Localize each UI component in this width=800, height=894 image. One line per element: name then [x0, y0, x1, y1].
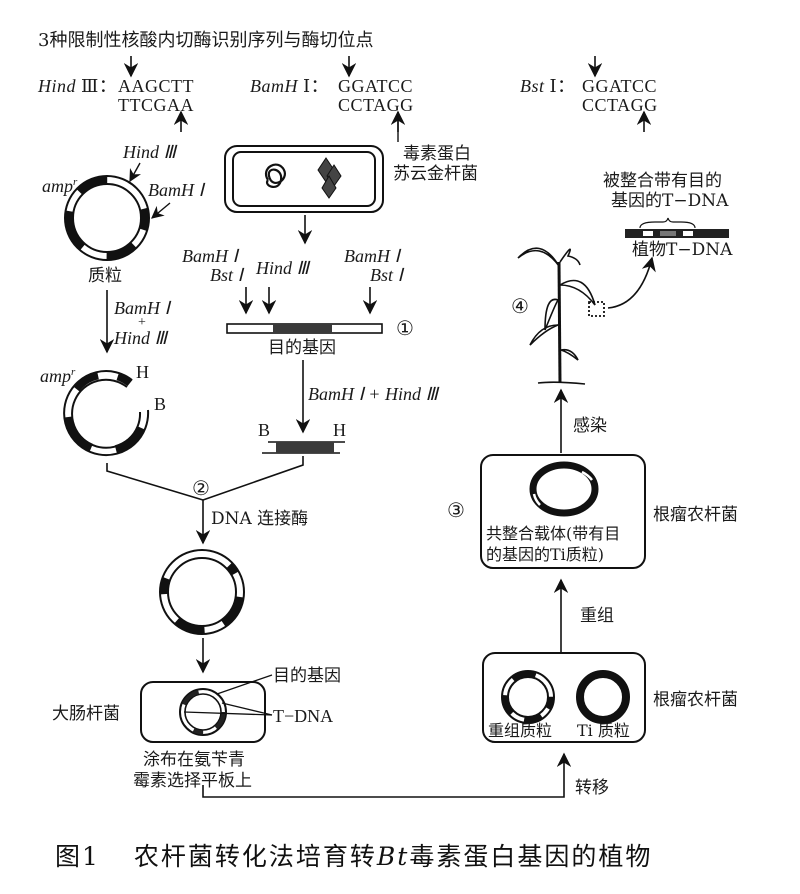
plant-tdna-bar — [625, 217, 729, 238]
hind-enzyme-label: Hind Ⅲ： — [38, 77, 117, 96]
hind-numeral: Ⅲ — [81, 76, 99, 96]
plasmid-hind-site-label: Hind Ⅲ — [123, 142, 176, 162]
step-4-marker: ④ — [511, 294, 529, 318]
bamh-numeral: Ⅰ — [303, 76, 311, 96]
open-plasmid-amp-label: ampr — [40, 362, 75, 386]
ti-plasmid-label: Ti 质粒 — [577, 721, 630, 740]
plant-illustration — [517, 247, 656, 385]
ecoli-cell — [140, 674, 273, 743]
bst-top-strand: GGATCC — [582, 76, 658, 96]
ecoli-label: 大肠杆菌 — [52, 704, 120, 724]
step-1-marker: ① — [396, 316, 414, 340]
amp-text: amp — [40, 366, 71, 386]
agrobacterium-box-2 — [480, 454, 646, 569]
colon: ： — [98, 76, 118, 96]
recombinant-plasmid-label: 重组质粒 — [488, 721, 553, 740]
bacterium-label-line2: 苏云金杆菌 — [393, 164, 478, 184]
plasmid-hind-site-arrow — [129, 162, 142, 183]
transfer-arrow — [202, 752, 572, 798]
gene-left-site-label-1: BamH Ⅰ — [182, 246, 238, 266]
gene-right-site-label-1: BamH Ⅰ — [344, 246, 400, 266]
figure-number: 图1 — [55, 842, 100, 871]
caption-text-before: 农杆菌转化法培育转 — [133, 842, 377, 871]
open-plasmid-end-h: H — [136, 362, 149, 382]
hind-top-strand: AAGCTT — [118, 76, 194, 96]
cut-gene-fragment — [262, 441, 345, 454]
plate-label-line2: 霉素选择平板上 — [133, 771, 252, 791]
open-plasmid — [63, 370, 150, 457]
bacterium-label-line1: 毒素蛋白 — [403, 144, 471, 164]
ecoli-gene-label: 目的基因 — [273, 666, 341, 686]
ligation-label: DNA 连接酶 — [211, 509, 309, 529]
plate-label-line1: 涂布在氨苄青 — [143, 750, 245, 770]
colon: ： — [557, 76, 576, 96]
caption-italic-bt: Bt — [376, 842, 410, 871]
integrated-tdna-line2: 基因的T−DNA — [611, 191, 729, 211]
bt-bacterium — [224, 145, 384, 213]
gene-to-ligation-line — [202, 456, 304, 501]
header-title: 3种限制性核酸内切酶识别序列与酶切位点 — [38, 30, 374, 51]
agro-box-2-side-label: 根瘤农杆菌 — [653, 505, 738, 525]
amp-text: amp — [42, 176, 73, 196]
infect-label: 感染 — [573, 416, 607, 436]
amp-sup: r — [71, 366, 76, 378]
amp-sup: r — [73, 176, 78, 188]
open-plasmid-end-b: B — [154, 394, 167, 414]
gene-digest-label: BamH Ⅰ + Hind Ⅲ — [308, 384, 438, 404]
recombine-label: 重组 — [580, 606, 614, 626]
step-2-marker: ② — [192, 476, 210, 500]
colon: ： — [310, 76, 330, 96]
plasmid-bamh-site-arrow — [151, 202, 171, 219]
plant-tdna-label: 植物T−DNA — [632, 240, 733, 260]
bst-numeral: Ⅰ — [549, 76, 558, 96]
fragment-end-b: B — [258, 420, 271, 440]
transfer-label: 转移 — [575, 778, 609, 798]
target-gene-label: 目的基因 — [268, 338, 336, 358]
step-3-marker: ③ — [447, 498, 465, 522]
bamh-enzyme-label: BamH Ⅰ： — [250, 77, 329, 96]
ti-plasmid-icon — [576, 670, 630, 724]
target-gene-bar — [226, 323, 383, 334]
recombinant-plasmid-ring — [159, 549, 245, 635]
cointegrate-vector-icon — [529, 461, 599, 517]
plasmid-amp-label: ampr — [42, 172, 77, 196]
fragment-end-h: H — [333, 420, 346, 440]
plasmid-digest-enzyme2: Hind Ⅲ — [114, 328, 167, 348]
plasmid-digest-enzyme1: BamH Ⅰ — [114, 298, 170, 318]
bst-enzyme-label: Bst Ⅰ： — [520, 77, 576, 96]
integration-brace — [639, 217, 696, 229]
bamh-name: BamH — [250, 76, 298, 96]
agro-box-1-side-label: 根瘤农杆菌 — [653, 690, 738, 710]
caption-text-after: 毒素蛋白基因的植物 — [409, 842, 653, 871]
figure-caption: 图1 农杆菌转化法培育转Bt毒素蛋白基因的植物 — [55, 842, 652, 872]
cointegrate-label-line1: 共整合载体(带有目 — [486, 524, 621, 543]
bacterial-dna-icon — [265, 163, 286, 188]
integrated-tdna-line1: 被整合带有目的 — [603, 171, 722, 191]
plasmid-to-ligation-line — [106, 463, 204, 501]
plasmid-label: 质粒 — [88, 266, 122, 286]
hind-name: Hind — [38, 76, 76, 96]
cointegrate-label-line2: 的基因的Ti质粒) — [486, 545, 605, 564]
gene-middle-site-label: Hind Ⅲ — [256, 258, 309, 278]
plasmid-bamh-site-label: BamH Ⅰ — [148, 180, 204, 200]
gene-left-site-label-2: Bst Ⅰ — [210, 265, 243, 285]
ecoli-tdna-label: T−DNA — [273, 706, 334, 726]
bamh-bottom-strand: CCTAGG — [338, 95, 414, 115]
plasmid-ring — [64, 175, 150, 261]
plasmid-digest-plus: + — [138, 315, 146, 330]
gene-right-site-label-2: Bst Ⅰ — [370, 265, 403, 285]
agrobacterium-box-1 — [482, 652, 646, 743]
bamh-top-strand: GGATCC — [338, 76, 414, 96]
bst-name: Bst — [520, 76, 545, 96]
bst-bottom-strand: CCTAGG — [582, 95, 658, 115]
hind-bottom-strand: TTCGAA — [118, 95, 194, 115]
